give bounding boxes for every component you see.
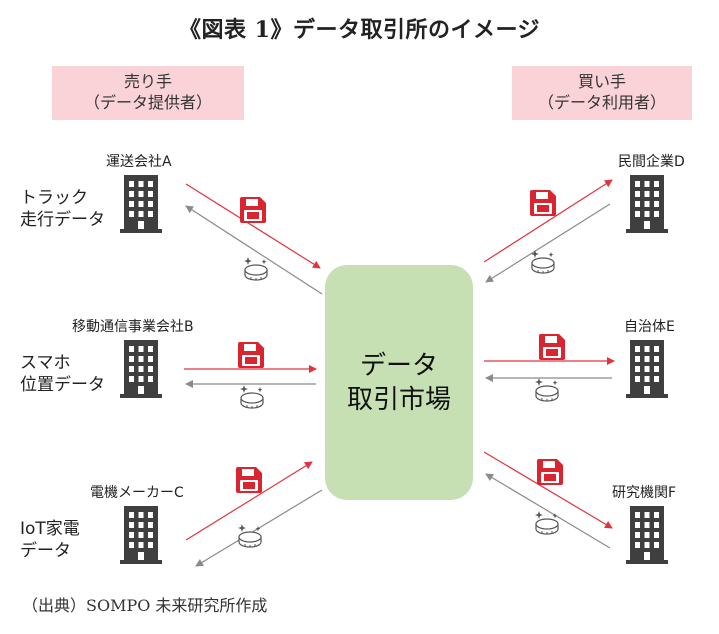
data-flow-arrow (483, 451, 613, 529)
seller-company-c: 電機メーカーC (90, 485, 184, 501)
seller-data-type-c-line2: データ (20, 541, 71, 561)
buyer-company-d: 民間企業D (618, 154, 685, 170)
seller-company-b: 移動通信事業会社B (72, 319, 194, 335)
floppy-disk-icon (539, 334, 565, 360)
seller-data-type-b: スマホ 位置データ (20, 352, 105, 396)
hub-label-line2: 取引市場 (346, 384, 451, 415)
coin-icon (237, 523, 262, 548)
seller-company-a: 運送会社A (106, 154, 172, 170)
floppy-disk-icon (537, 459, 563, 485)
payment-flow-arrow (185, 205, 323, 295)
seller-data-type-a: トラック 走行データ (20, 187, 105, 231)
seller-role-sublabel: （データ提供者） (83, 93, 212, 112)
data-flow-arrow (483, 179, 613, 263)
seller-role-box: 売り手 （データ提供者） (52, 66, 244, 120)
office-building-icon (626, 175, 668, 233)
office-building-icon (120, 340, 162, 398)
seller-data-type-b-line2: 位置データ (20, 375, 105, 395)
payment-flow-arrow (195, 489, 323, 567)
buyer-role-sublabel: （データ利用者） (537, 93, 666, 112)
data-flow-arrow (185, 183, 321, 269)
office-building-icon (120, 175, 162, 233)
seller-role-label: 売り手 (123, 72, 172, 91)
payment-flow-arrow (485, 203, 611, 283)
coin-icon (530, 249, 555, 274)
buyer-company-f: 研究機関F (612, 485, 677, 501)
floppy-disk-icon (530, 190, 556, 216)
source-note: （出典）SOMPO 未来研究所作成 (22, 596, 268, 615)
figure-title: 《図表 1》データ取引所のイメージ (178, 17, 541, 43)
floppy-disk-icon (240, 197, 266, 223)
seller-data-type-b-line1: スマホ (20, 353, 71, 373)
coin-icon (243, 256, 268, 281)
payment-flow-arrow (485, 473, 611, 549)
office-building-icon (626, 340, 668, 398)
floppy-disk-icon (238, 342, 264, 368)
seller-data-type-c: IoT家電 データ (20, 518, 80, 562)
seller-data-type-a-line2: 走行データ (20, 210, 105, 230)
seller-data-type-a-line1: トラック (20, 188, 88, 208)
data-flow-arrow (185, 461, 313, 541)
coin-icon (239, 384, 264, 409)
buyer-company-e: 自治体E (624, 319, 675, 335)
coin-icon (534, 510, 559, 535)
office-building-icon (120, 506, 162, 564)
seller-data-type-c-line1: IoT家電 (20, 519, 80, 539)
coin-icon (534, 377, 559, 402)
buyer-role-box: 買い手 （データ利用者） (512, 66, 692, 120)
floppy-disk-icon (236, 467, 262, 493)
data-exchange-hub: データ 取引市場 (325, 265, 473, 500)
office-building-icon (626, 506, 668, 564)
hub-label-line1: データ (359, 350, 438, 381)
buyer-role-label: 買い手 (577, 72, 626, 91)
